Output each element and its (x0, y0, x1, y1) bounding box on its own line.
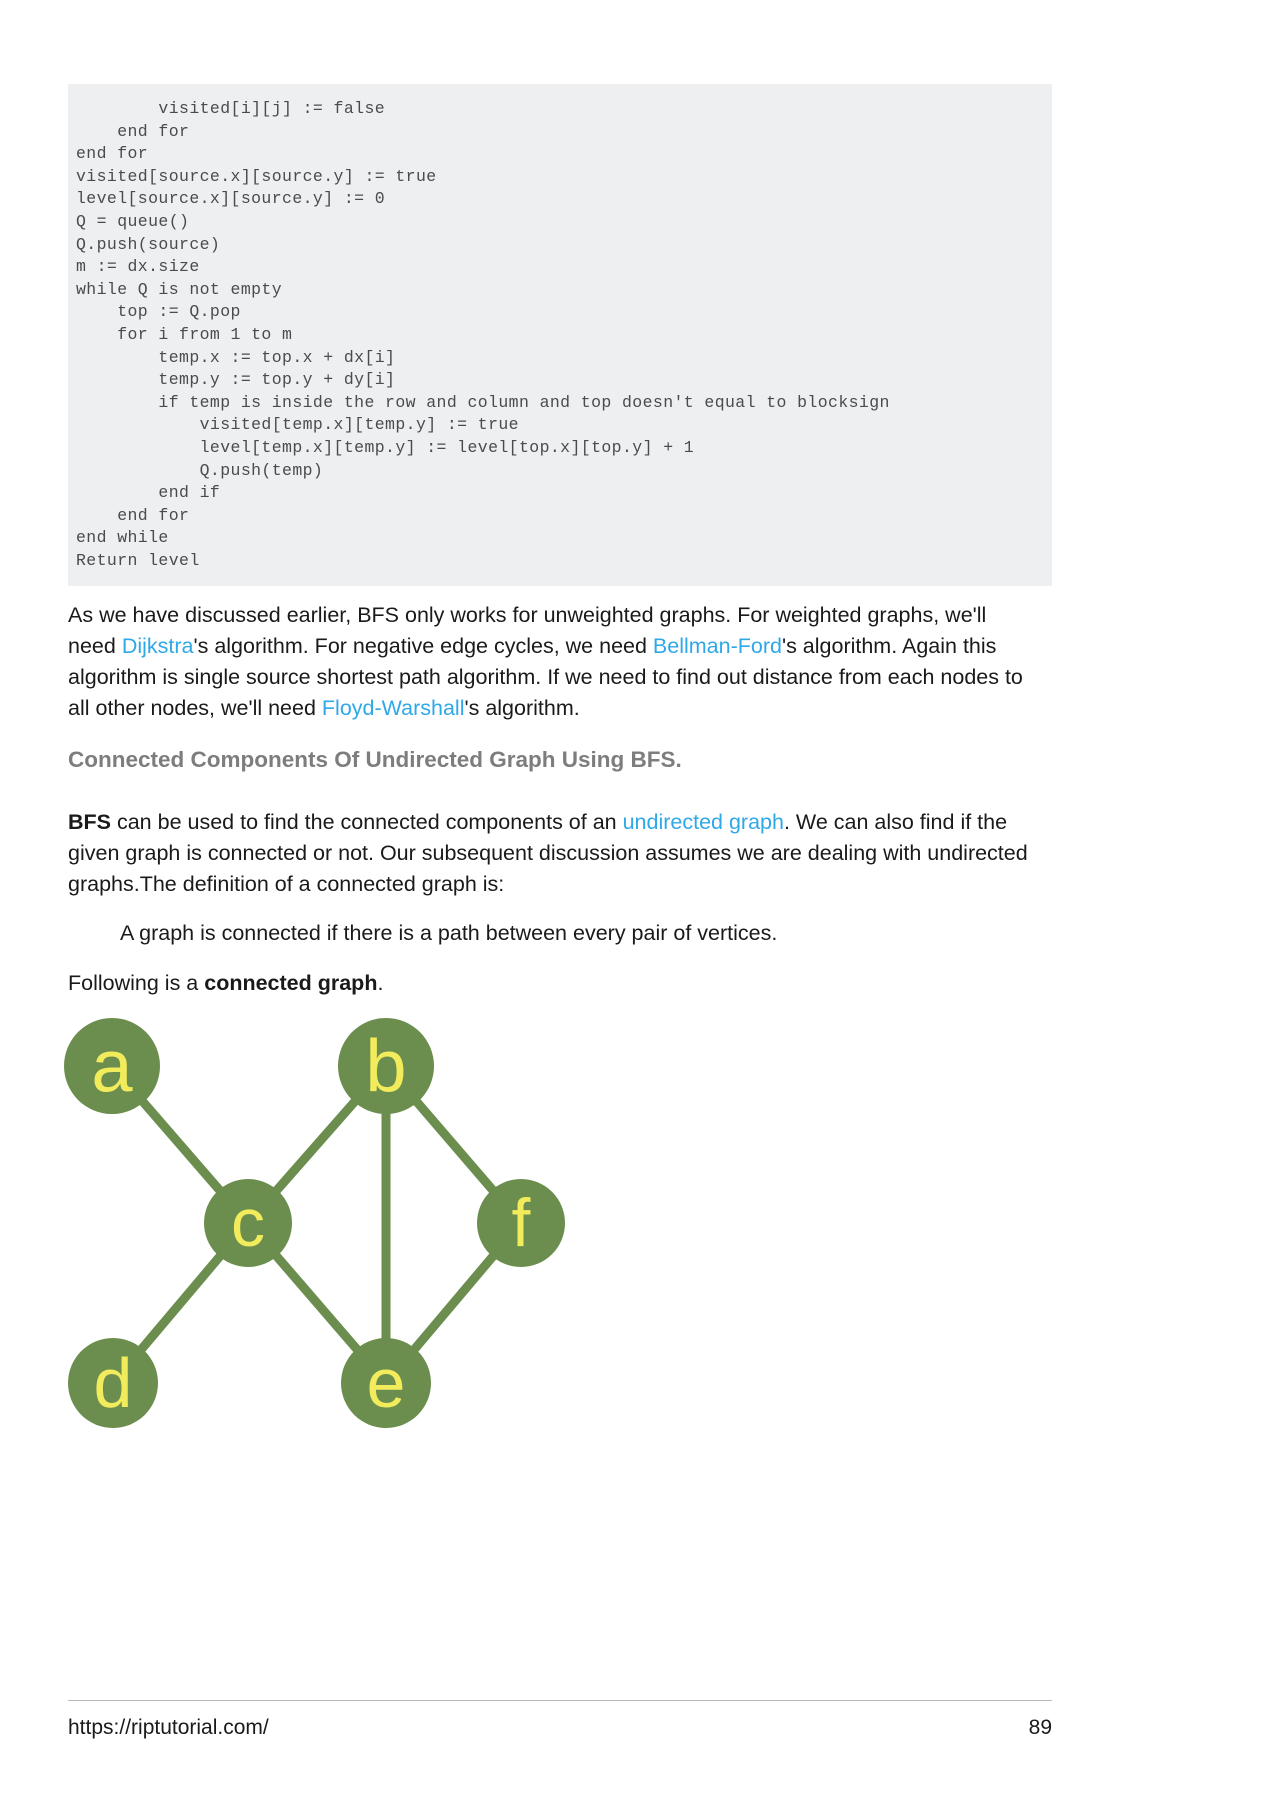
graph-node-b: b (338, 1018, 434, 1114)
text-segment: . We can also find if the given graph is… (68, 810, 1028, 896)
footer-divider (68, 1700, 1052, 1701)
graph-node-label-f: f (512, 1185, 531, 1261)
link-floyd-warshall[interactable]: Floyd-Warshall (321, 696, 465, 720)
paragraph-weighted-graphs: As we have discussed earlier, BFS only w… (68, 600, 1040, 724)
graph-node-e: e (341, 1338, 431, 1428)
pseudocode-block: visited[i][j] := false end for end for v… (68, 84, 1052, 587)
graph-node-circle-b (338, 1018, 434, 1114)
link-bellman-ford[interactable]: Bellman-Ford (652, 634, 782, 658)
graph-node-label-e: e (367, 1344, 406, 1422)
paragraph-definition: A graph is connected if there is a path … (120, 921, 778, 945)
graph-node-a: a (64, 1018, 160, 1114)
graph-node-d: d (68, 1338, 158, 1428)
bold-bfs: BFS (68, 810, 111, 834)
graph-node-circle-e (341, 1338, 431, 1428)
graph-node-f: f (477, 1179, 565, 1267)
paragraph-connected-components: BFS can be used to find the connected co… (68, 807, 1040, 900)
text-segment: 's algorithm. For negative edge cycles, … (193, 634, 653, 658)
link-dijkstra[interactable]: Dijkstra (121, 634, 194, 658)
text-segment: 's algorithm. Again this algorithm is si… (68, 634, 1023, 720)
text-segment: 's algorithm. (464, 696, 580, 720)
graph-node-label-a: a (91, 1025, 133, 1108)
graph-node-label-b: b (365, 1025, 406, 1108)
graph-node-c: c (204, 1179, 292, 1267)
text-segment: can be used to find the connected compon… (111, 810, 623, 834)
footer-page-number: 89 (1028, 1716, 1052, 1739)
graph-node-label-c: c (231, 1185, 265, 1261)
text-segment: As we have discussed earlier, BFS only w… (68, 603, 987, 658)
graph-node-circle-c (204, 1179, 292, 1267)
graph-node-circle-a (64, 1018, 160, 1114)
bold-connected-graph: connected graph (204, 971, 378, 995)
link-undirected-graph[interactable]: undirected graph (622, 810, 784, 834)
footer-url: https://riptutorial.com/ (68, 1716, 269, 1739)
pseudocode-text: visited[i][j] := false end for end for v… (76, 99, 890, 570)
graph-node-circle-f (477, 1179, 565, 1267)
text-segment: . (377, 971, 384, 995)
graph-diagram: a b c f d e (64, 1018, 565, 1428)
graph-node-circle-d (68, 1338, 158, 1428)
connected-graph-figure: a b c f d e (60, 1012, 680, 1452)
graph-node-label-d: d (94, 1344, 133, 1422)
paragraph-following: Following is a connected graph. (68, 968, 1040, 999)
section-heading-connected-components: Connected Components Of Undirected Graph… (68, 747, 682, 772)
text-segment: Following is a (68, 971, 205, 995)
